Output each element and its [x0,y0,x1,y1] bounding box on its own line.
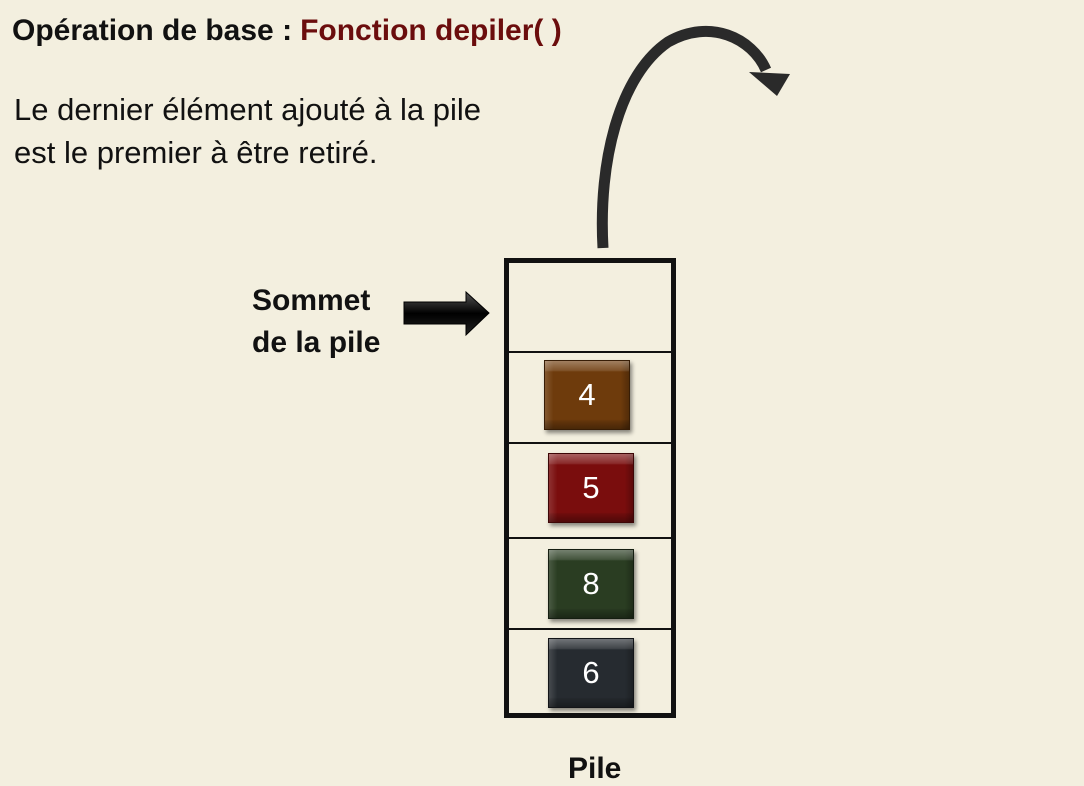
top-pointer-arrow-icon [403,290,490,337]
stack-container [504,258,676,718]
description-line-2: est le premier à être retiré. [14,135,378,170]
top-label-line-1: Sommet [252,284,371,317]
pop-arrow-curve [596,25,772,249]
stack-divider [509,442,671,444]
description-line-1: Le dernier élément ajouté à la pile [14,92,482,127]
stack-divider [509,537,671,539]
top-label-line-2: de la pile [252,326,381,359]
stack-item: 6 [548,638,634,708]
stack-item-value: 8 [582,566,600,601]
stack-item: 5 [548,453,634,523]
stack-item: 8 [548,549,634,619]
title-label: Opération de base : [12,14,293,47]
stack-item: 4 [544,360,630,430]
stack-item-value: 5 [582,470,600,505]
stack-item-value: 6 [582,655,600,690]
description: Le dernier élément ajouté à la pile est … [14,88,481,174]
stack-divider [509,628,671,630]
stack-divider [509,351,671,353]
top-of-stack-label: Sommet de la pile [252,280,380,364]
page-title: Opération de base :Fonction depiler( ) [12,14,562,48]
function-name: Fonction depiler( ) [300,14,562,47]
pop-arrowhead-icon [749,72,790,96]
stack-item-value: 4 [578,377,596,412]
stack-label: Pile [568,752,622,785]
